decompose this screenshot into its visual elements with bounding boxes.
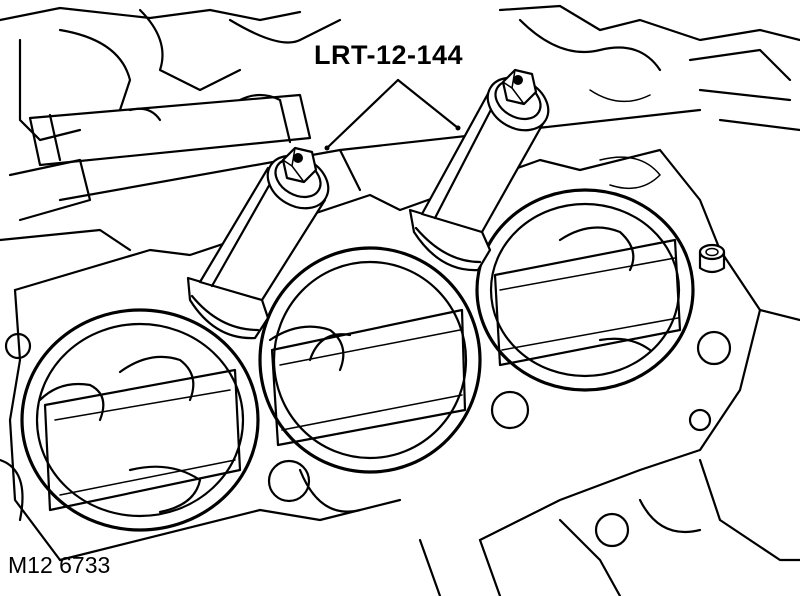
leader-lines: [324, 78, 461, 151]
guide-pin-left: [186, 146, 330, 340]
tool-label: LRT-12-144: [314, 40, 464, 70]
leader-line-left: [325, 78, 400, 150]
figure-id: M12 6733: [8, 552, 111, 578]
locating-dowel: [698, 243, 726, 274]
cylinder-bore-3: [475, 188, 695, 392]
engine-background: [0, 4, 800, 252]
cylinder-bore-2: [258, 246, 482, 474]
head-deck: [0, 148, 800, 596]
guide-pin-right: [408, 68, 550, 272]
cylinder-bore-1: [20, 308, 260, 532]
leader-line-right: [396, 78, 460, 130]
